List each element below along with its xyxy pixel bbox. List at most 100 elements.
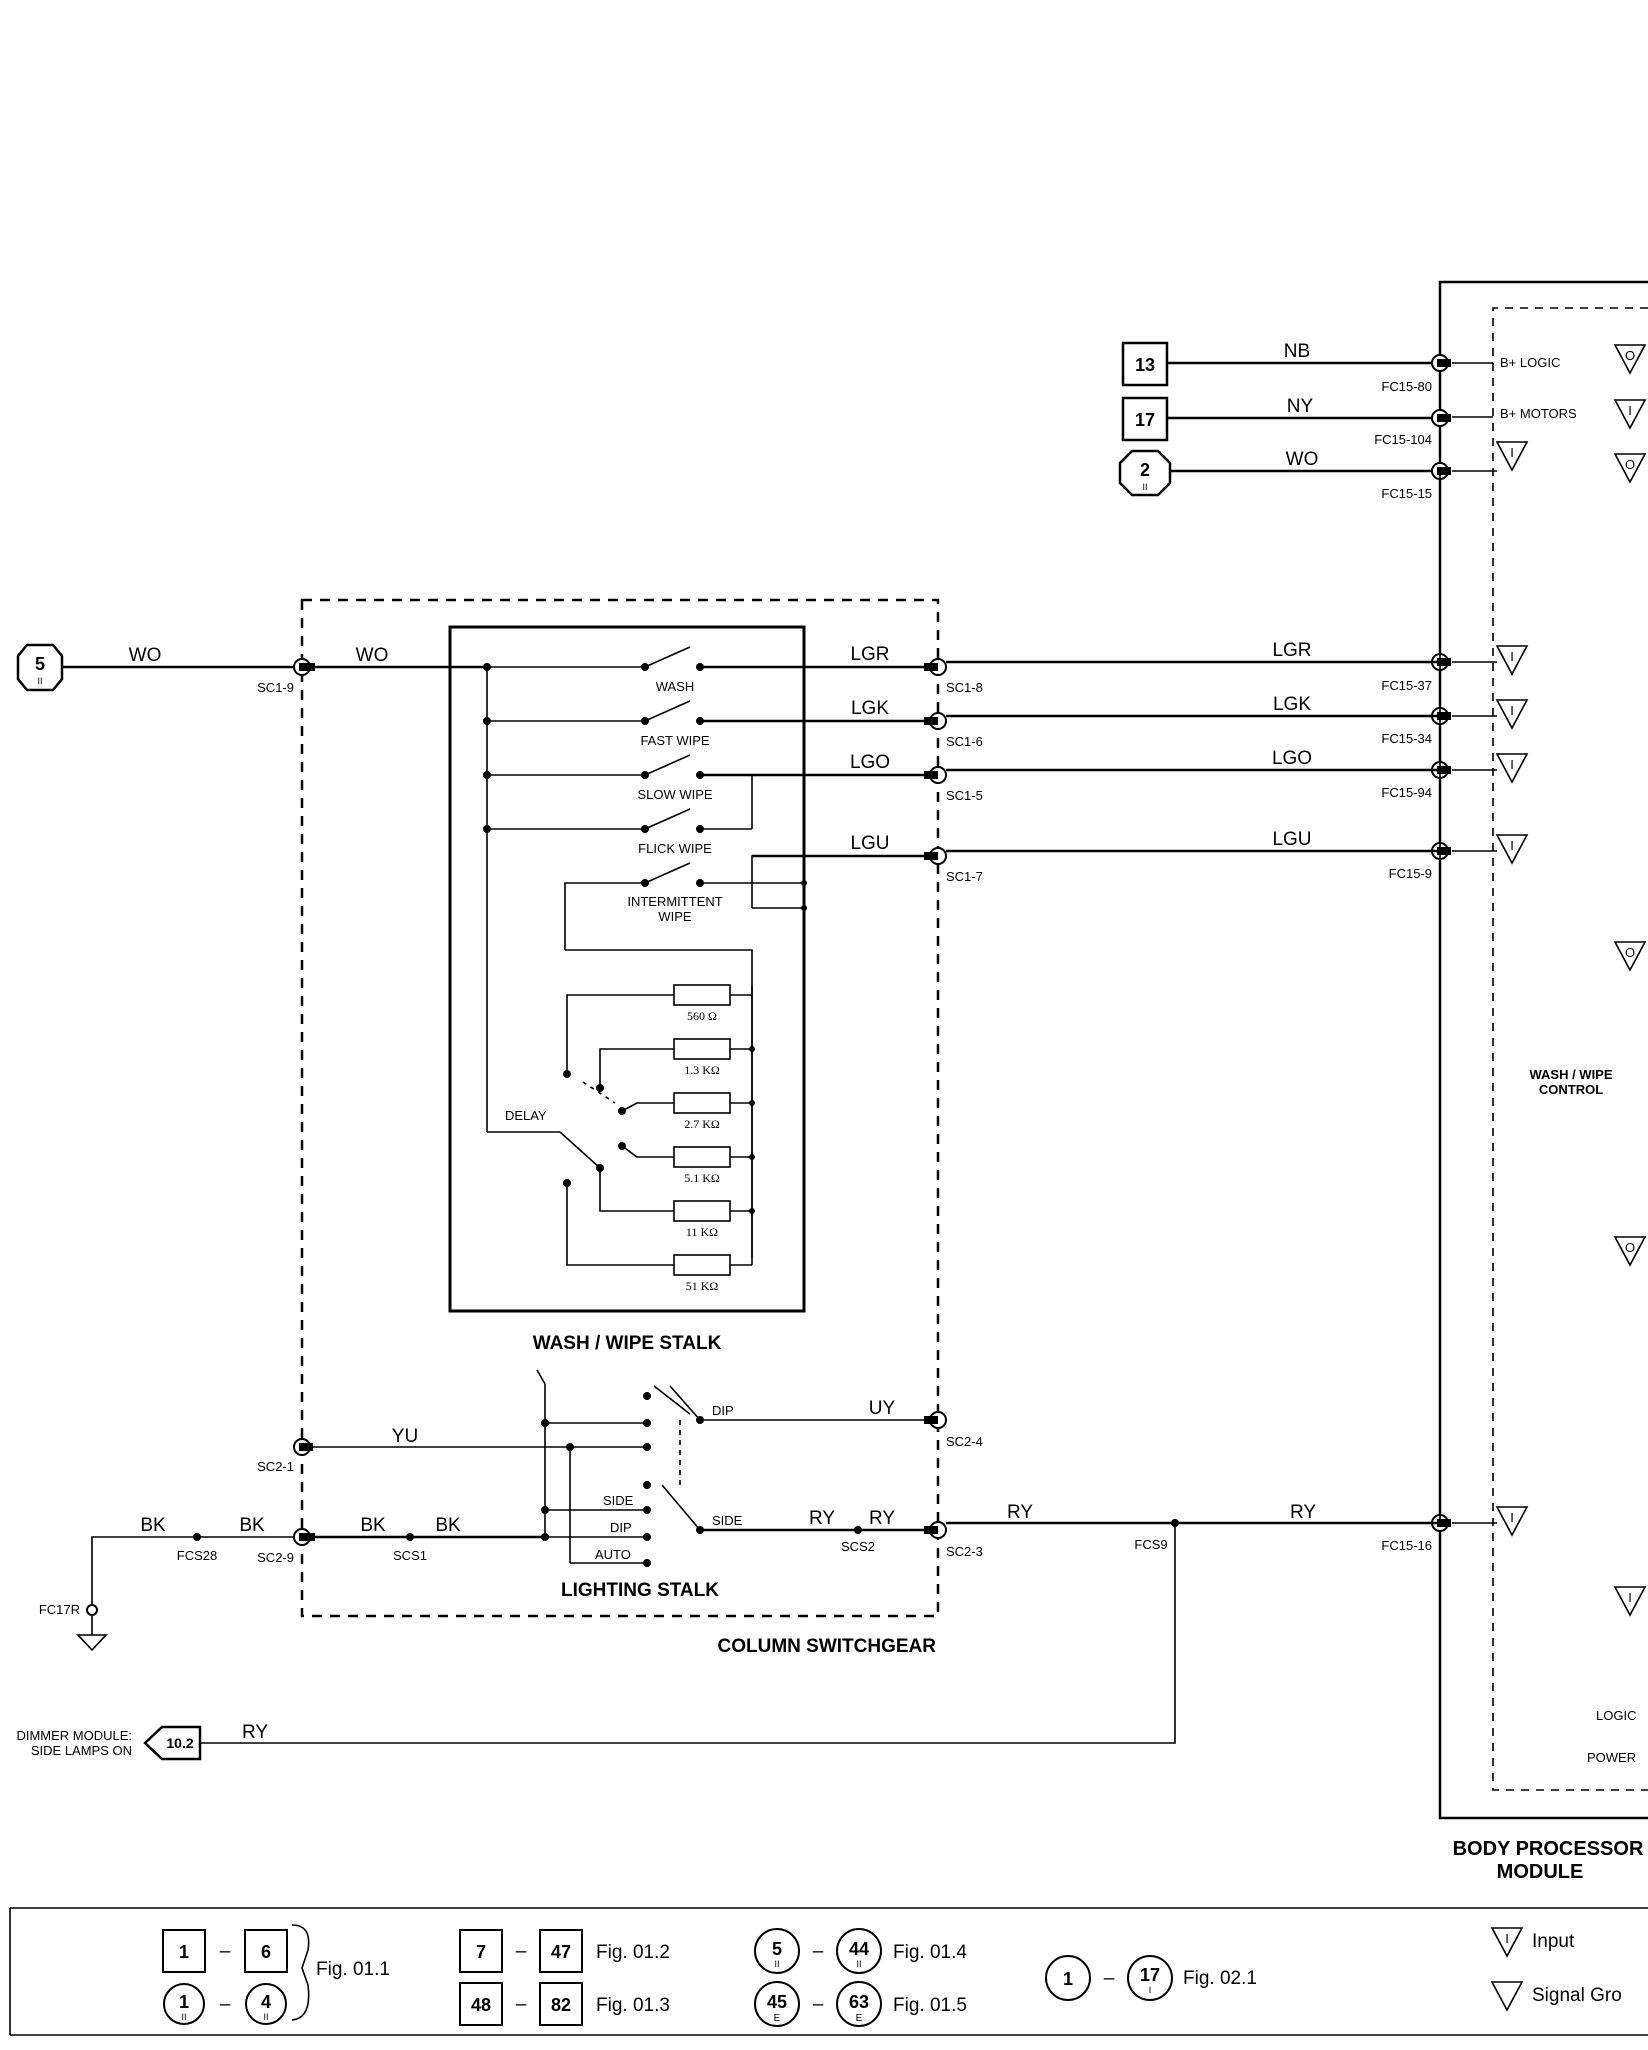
legend-fig-01-1: Fig. 01.1	[316, 1959, 390, 1980]
fc15-34-label: FC15-34	[1381, 731, 1432, 746]
b-logic-label: B+ LOGIC	[1500, 355, 1560, 370]
svg-text:O: O	[1625, 457, 1635, 472]
wire-wo-left-label: WO	[129, 645, 162, 666]
fcs28-label: FCS28	[177, 1548, 217, 1563]
svg-text:II: II	[774, 1959, 779, 1969]
input-triangle-icon: I	[1613, 1586, 1647, 1617]
svg-text:1.3 KΩ: 1.3 KΩ	[684, 1063, 720, 1077]
svg-text:5.1 KΩ: 5.1 KΩ	[684, 1171, 720, 1185]
b-motors-label: B+ MOTORS	[1500, 406, 1577, 421]
wash-wipe-control-line2: CONTROL	[1539, 1082, 1603, 1097]
svg-text:WASH: WASH	[656, 679, 695, 694]
intermittent-label-line2: WIPE	[658, 909, 692, 924]
wire-bk-inner-1: BK	[360, 1515, 386, 1536]
svg-text:I: I	[1628, 1590, 1632, 1605]
wash-wipe-control-line1: WASH / WIPE	[1529, 1067, 1612, 1082]
sc2-4-label: SC2-4	[946, 1434, 983, 1449]
dip-lower-label: DIP	[610, 1520, 632, 1535]
wire-ry-inner-1: RY	[809, 1508, 835, 1529]
wire-ry-right: RY	[1290, 1502, 1316, 1523]
legend-input-triangle-icon: I	[1490, 1927, 1524, 1958]
fc15-94-label: FC15-94	[1381, 785, 1432, 800]
svg-text:I: I	[1510, 838, 1514, 853]
side-right-label: SIDE	[712, 1513, 743, 1528]
input-triangle-icon: I	[1495, 699, 1529, 730]
svg-text:SLOW WIPE: SLOW WIPE	[637, 787, 712, 802]
svg-text:10.2: 10.2	[166, 1735, 193, 1751]
logic-label: LOGIC	[1596, 1708, 1636, 1723]
svg-text:44: 44	[849, 1939, 869, 1959]
svg-text:–: –	[516, 1941, 527, 1962]
body-processor-title-line1: BODY PROCESSOR	[1453, 1838, 1644, 1860]
svg-text:II: II	[37, 676, 42, 686]
fc15-9-label: FC15-9	[1389, 866, 1432, 881]
svg-text:I: I	[1505, 1931, 1509, 1946]
resistor-11k: 11 KΩ	[599, 1168, 752, 1239]
wire-uy-label: UY	[869, 1398, 896, 1419]
scs1-label: SCS1	[393, 1548, 427, 1563]
svg-text:–: –	[220, 1941, 231, 1962]
svg-text:E: E	[856, 2013, 863, 2024]
ground-icon	[76, 1604, 108, 1652]
wire-lgk-inner: LGK	[851, 698, 889, 719]
wire-lgu-outer: LGU	[1272, 829, 1311, 850]
intermittent-wipe-switch: INTERMITTENT WIPE	[564, 854, 938, 1257]
svg-text:I: I	[1149, 1985, 1152, 1995]
fc15-37-label: FC15-37	[1381, 678, 1432, 693]
lighting-stalk-title: LIGHTING STALK	[561, 1580, 719, 1601]
source-5-octagon: 5 II	[16, 643, 64, 692]
wash-wipe-stalk-title: WASH / WIPE STALK	[533, 1333, 722, 1354]
legend-fig-01-4: Fig. 01.4	[893, 1942, 967, 1963]
svg-text:II: II	[856, 1959, 861, 1969]
wire-ry-mid: RY	[1007, 1502, 1033, 1523]
sc1-9-label: SC1-9	[257, 680, 294, 695]
svg-text:48: 48	[471, 1995, 491, 2015]
svg-text:II: II	[1142, 482, 1147, 492]
sc1-connectors	[924, 658, 947, 865]
svg-text:I: I	[1628, 403, 1632, 418]
svg-text:17: 17	[1140, 1965, 1160, 1985]
sc2-3-label: SC2-3	[946, 1544, 983, 1559]
svg-text:FAST WIPE: FAST WIPE	[640, 733, 709, 748]
bpm-triangle-symbols: I I I I I I O I O O O I	[1495, 344, 1647, 1617]
wire-lgr-outer: LGR	[1272, 640, 1311, 661]
svg-text:I: I	[1510, 1510, 1514, 1525]
wire-bk-inner-2: BK	[435, 1515, 461, 1536]
svg-text:11 KΩ: 11 KΩ	[686, 1225, 718, 1239]
svg-text:17: 17	[1135, 410, 1155, 430]
resistor-ladder: 560 Ω 1.3 KΩ 2.7 KΩ 5.1 KΩ 11 KΩ	[505, 984, 755, 1293]
column-switchgear: COLUMN SWITCHGEAR	[300, 598, 940, 1657]
resistor-1k3: 1.3 KΩ	[599, 1038, 752, 1088]
svg-text:51 KΩ: 51 KΩ	[686, 1279, 719, 1293]
fc15-16-label: FC15-16	[1381, 1538, 1432, 1553]
svg-text:I: I	[1510, 649, 1514, 664]
svg-text:II: II	[181, 2012, 186, 2022]
svg-text:13: 13	[1135, 355, 1155, 375]
svg-text:I: I	[1510, 703, 1514, 718]
legend-signal-ground-label: Signal Gro	[1532, 1985, 1622, 2006]
output-triangle-icon: O	[1613, 1236, 1647, 1267]
output-triangle-icon: O	[1613, 941, 1647, 972]
svg-text:5: 5	[35, 654, 45, 674]
dip-upper-label: DIP	[712, 1403, 734, 1418]
legend-fig-01-2: Fig. 01.2	[596, 1942, 670, 1963]
resistor-51k: 51 KΩ	[566, 1183, 752, 1293]
svg-text:O: O	[1625, 348, 1635, 363]
wire-nb-label: NB	[1284, 341, 1310, 362]
svg-text:5: 5	[772, 1939, 782, 1959]
delay-label: DELAY	[505, 1108, 547, 1123]
sc2-1-label: SC2-1	[257, 1459, 294, 1474]
sc1-7-label: SC1-7	[946, 869, 983, 884]
wire-lgo-outer: LGO	[1272, 748, 1312, 769]
body-processor-module: BODY PROCESSOR MODULE WASH / WIPE CONTRO…	[1438, 280, 1648, 1883]
bpm-connectors	[1431, 354, 1451, 1532]
bpm-stubs	[1452, 362, 1497, 1524]
scs2-label: SCS2	[841, 1539, 875, 1554]
svg-text:1: 1	[1063, 1969, 1073, 1989]
svg-text:82: 82	[551, 1995, 571, 2015]
svg-text:FLICK WIPE: FLICK WIPE	[638, 841, 712, 856]
intermittent-label-line1: INTERMITTENT	[627, 894, 722, 909]
svg-text:2: 2	[1140, 460, 1150, 480]
flick-wipe-switch: FLICK WIPE	[487, 808, 752, 856]
dimmer-label-line1: DIMMER MODULE:	[16, 1728, 132, 1743]
